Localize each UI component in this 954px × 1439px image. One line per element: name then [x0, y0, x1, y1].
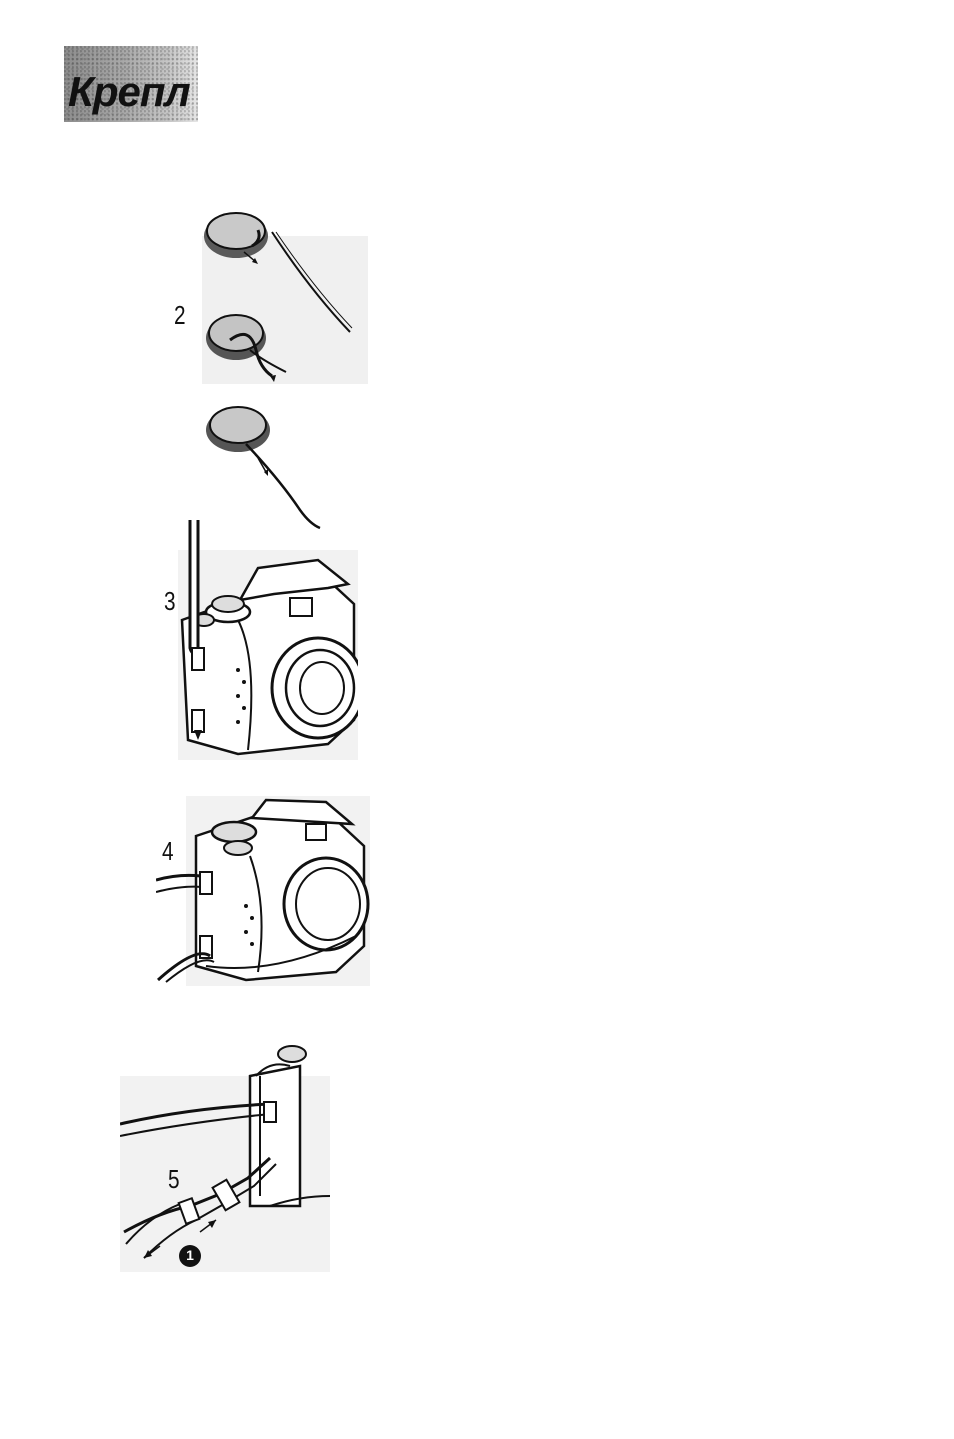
camera-strap-thread-figure [178, 520, 358, 760]
callout-number: 1 [185, 1247, 195, 1263]
lens-cap-strap-illustration [190, 200, 370, 390]
strap-adjust-figure [120, 1036, 330, 1272]
camera-strap-thread-illustration [178, 520, 358, 760]
lens-cap-cord-figure [200, 400, 330, 535]
camera-strap-attached-illustration [156, 796, 370, 986]
strap-adjust-illustration [120, 1036, 330, 1272]
step-number-4: 4 [162, 836, 174, 867]
step-number-3: 3 [164, 586, 176, 617]
step-number-2: 2 [174, 300, 186, 331]
lens-cap-cord-illustration [200, 400, 330, 535]
lens-cap-strap-figure [190, 200, 370, 390]
camera-strap-attached-figure [156, 796, 370, 986]
step-number-5: 5 [168, 1164, 180, 1195]
section-title-banner: Крепл [64, 46, 198, 122]
section-title: Крепл [68, 68, 190, 116]
